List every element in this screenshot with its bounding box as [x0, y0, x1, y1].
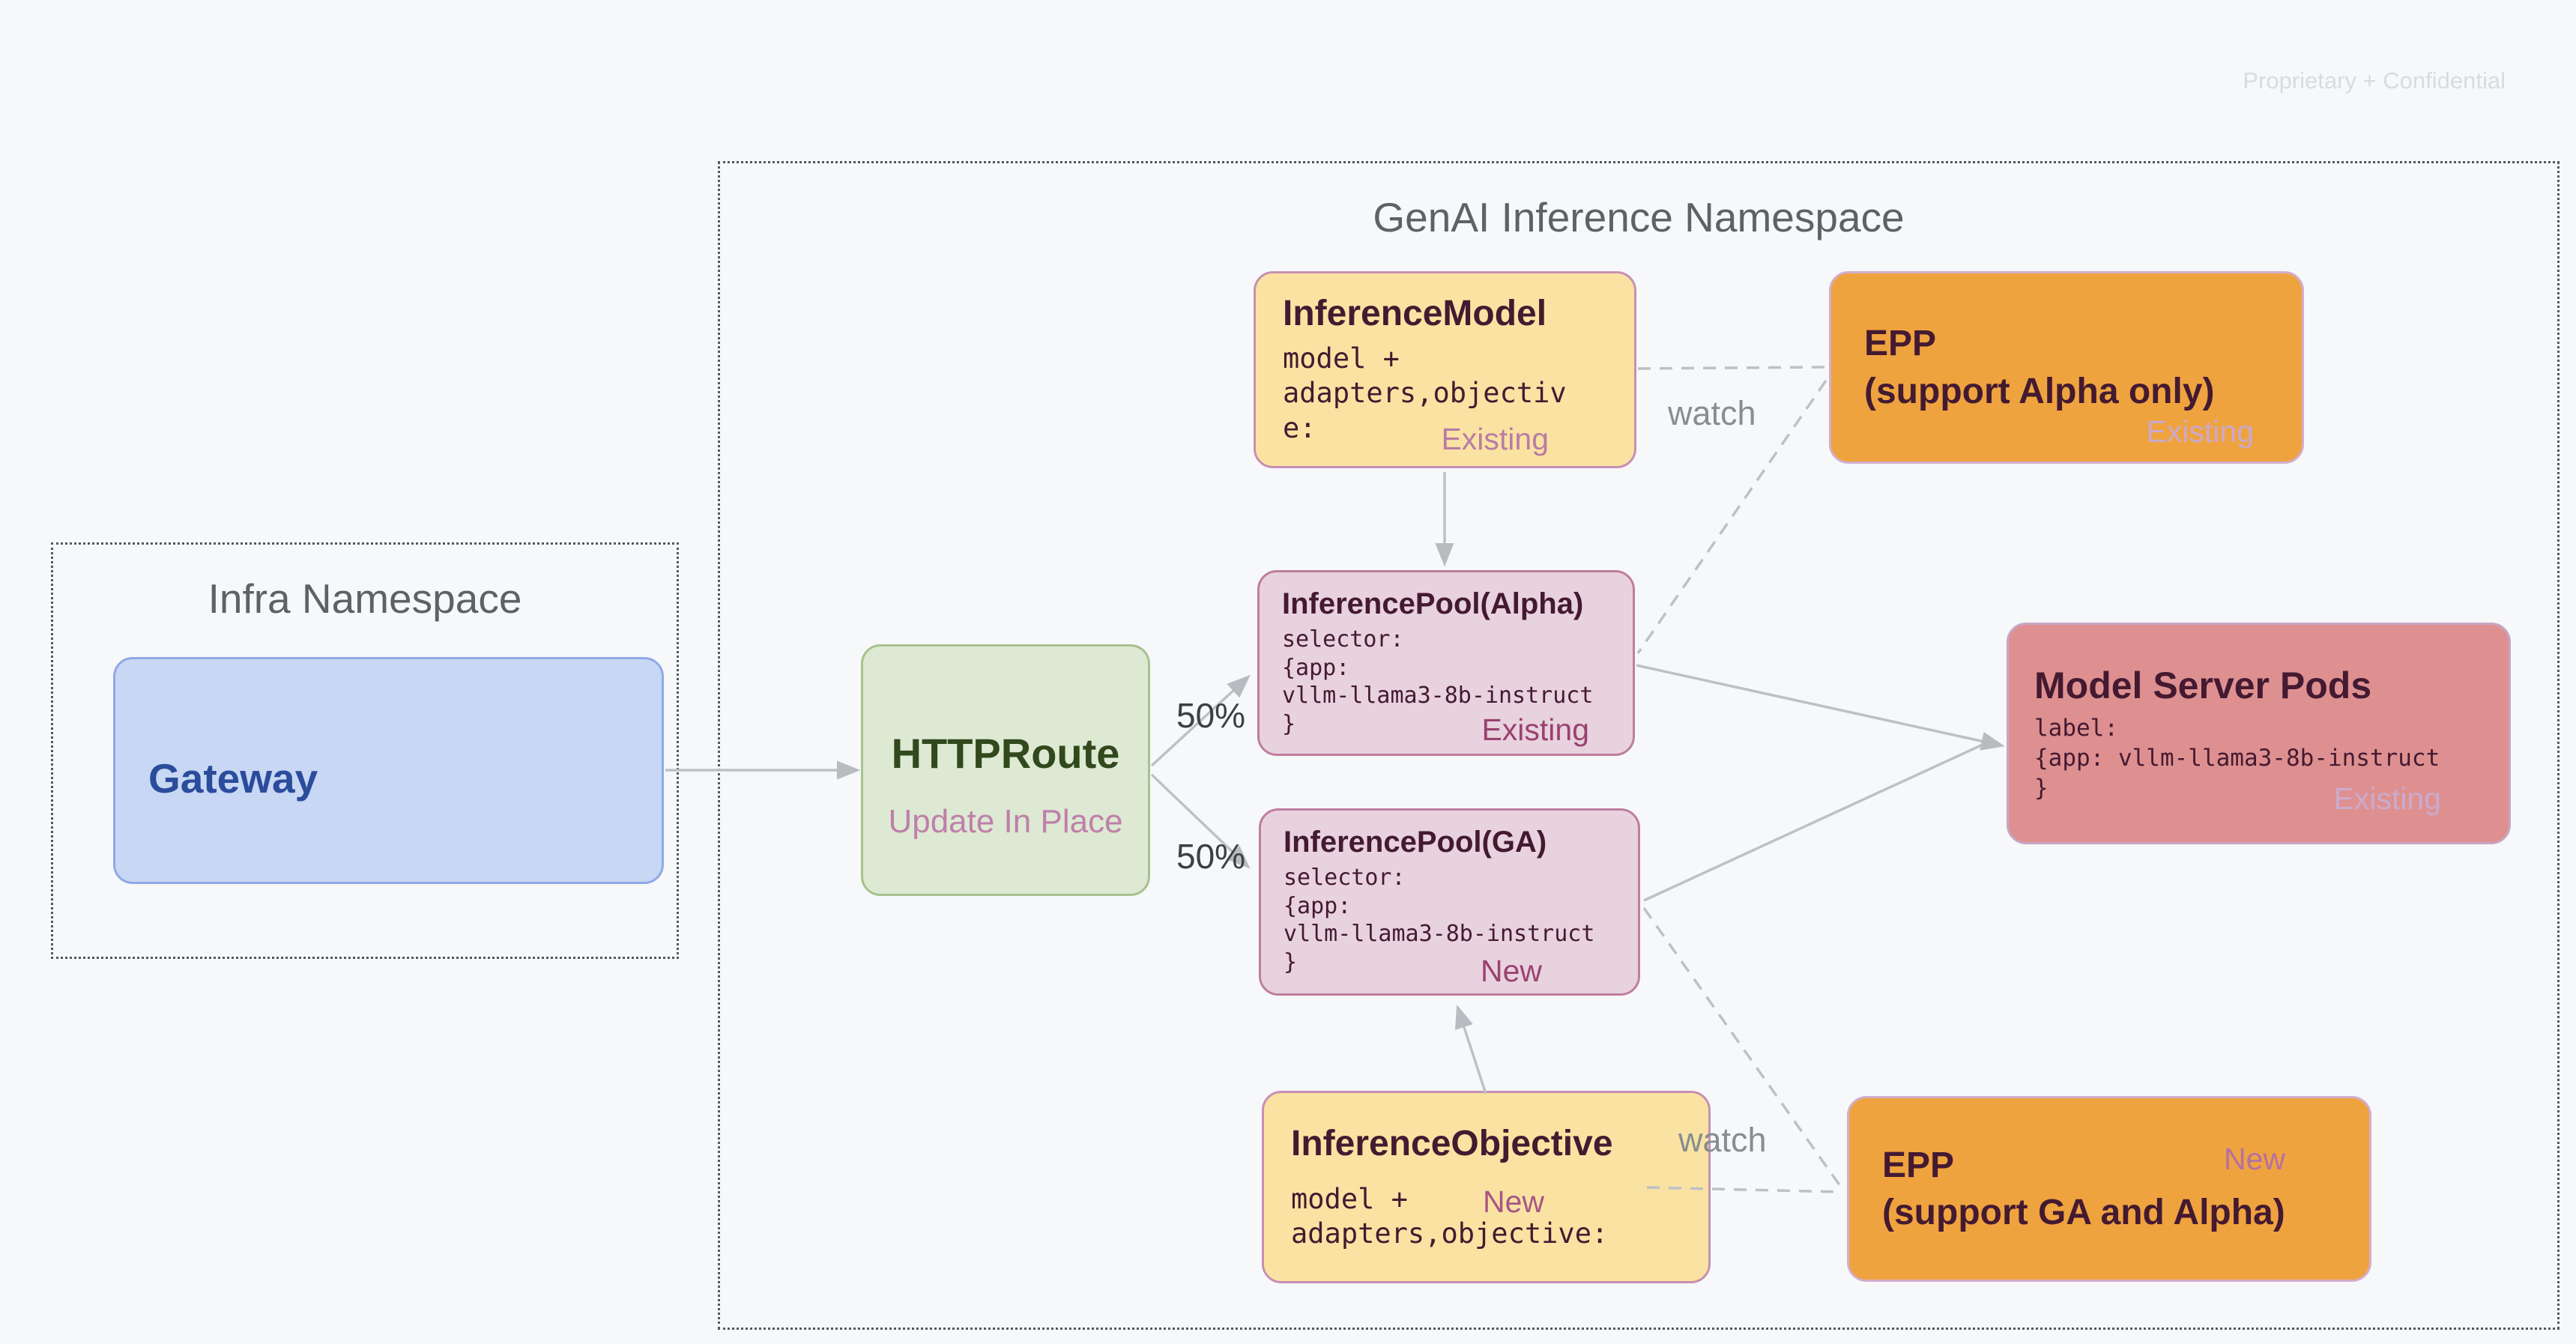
- httproute-node[interactable]: HTTPRoute Update In Place: [861, 644, 1150, 896]
- epp-ga-node[interactable]: EPP (support GA and Alpha) New: [1847, 1096, 2371, 1282]
- infra-namespace-title: Infra Namespace: [208, 575, 522, 622]
- httproute-subtitle: Update In Place: [888, 802, 1123, 840]
- model-server-pods-status-tag: Existing: [2333, 781, 2441, 816]
- traffic-split-label-top: 50%: [1176, 696, 1246, 735]
- traffic-split-label-bottom: 50%: [1176, 837, 1246, 876]
- confidentiality-watermark: Proprietary + Confidential: [2243, 67, 2506, 94]
- epp-ga-title: EPP (support GA and Alpha): [1882, 1145, 2285, 1232]
- genai-inference-namespace-title: GenAI Inference Namespace: [1373, 194, 1905, 240]
- inference-objective-status-tag: New: [1483, 1184, 1545, 1219]
- inference-pool-ga-title: InferencePool(GA): [1284, 826, 1547, 859]
- epp-alpha-title: EPP (support Alpha only): [1864, 324, 2215, 411]
- inference-model-node[interactable]: InferenceModel model + adapters,objectiv…: [1254, 271, 1636, 468]
- inference-model-spec: model + adapters,objectiv e:: [1283, 342, 1567, 444]
- gateway-node[interactable]: Gateway: [113, 657, 664, 884]
- gateway-title: Gateway: [148, 754, 318, 802]
- inference-pool-ga-node[interactable]: InferencePool(GA) selector: {app: vllm-l…: [1259, 808, 1640, 996]
- model-server-pods-title: Model Server Pods: [2034, 664, 2372, 706]
- inference-objective-spec: model + adapters,objective:: [1291, 1183, 1609, 1250]
- inference-pool-alpha-selector: selector: {app: vllm-llama3-8b-instruct …: [1282, 626, 1594, 737]
- inference-model-title: InferenceModel: [1283, 294, 1547, 333]
- inference-model-status-tag: Existing: [1441, 422, 1549, 456]
- model-server-pods-node[interactable]: Model Server Pods label: {app: vllm-llam…: [2007, 623, 2511, 844]
- httproute-title: HTTPRoute: [891, 729, 1120, 777]
- epp-alpha-status-tag: Existing: [2146, 414, 2254, 449]
- epp-ga-status-tag: New: [2223, 1142, 2285, 1176]
- watch-label-top: watch: [1668, 394, 1756, 432]
- inference-pool-ga-status-tag: New: [1480, 954, 1542, 988]
- genai-inference-namespace-container: GenAI Inference Namespace: [718, 161, 2560, 1330]
- infra-namespace-container: Infra Namespace: [51, 542, 679, 959]
- inference-pool-ga-selector: selector: {app: vllm-llama3-8b-instruct …: [1284, 865, 1595, 975]
- inference-pool-alpha-title: InferencePool(Alpha): [1282, 587, 1584, 620]
- inference-objective-title: InferenceObjective: [1291, 1124, 1613, 1163]
- epp-alpha-node[interactable]: EPP (support Alpha only) Existing: [1829, 271, 2304, 464]
- inference-pool-alpha-status-tag: Existing: [1481, 712, 1589, 747]
- watch-label-bottom: watch: [1678, 1121, 1767, 1159]
- inference-pool-alpha-node[interactable]: InferencePool(Alpha) selector: {app: vll…: [1257, 570, 1635, 756]
- model-server-pods-label: label: {app: vllm-llama3-8b-instruct }: [2034, 714, 2440, 802]
- inference-objective-node[interactable]: InferenceObjective model + adapters,obje…: [1262, 1091, 1711, 1283]
